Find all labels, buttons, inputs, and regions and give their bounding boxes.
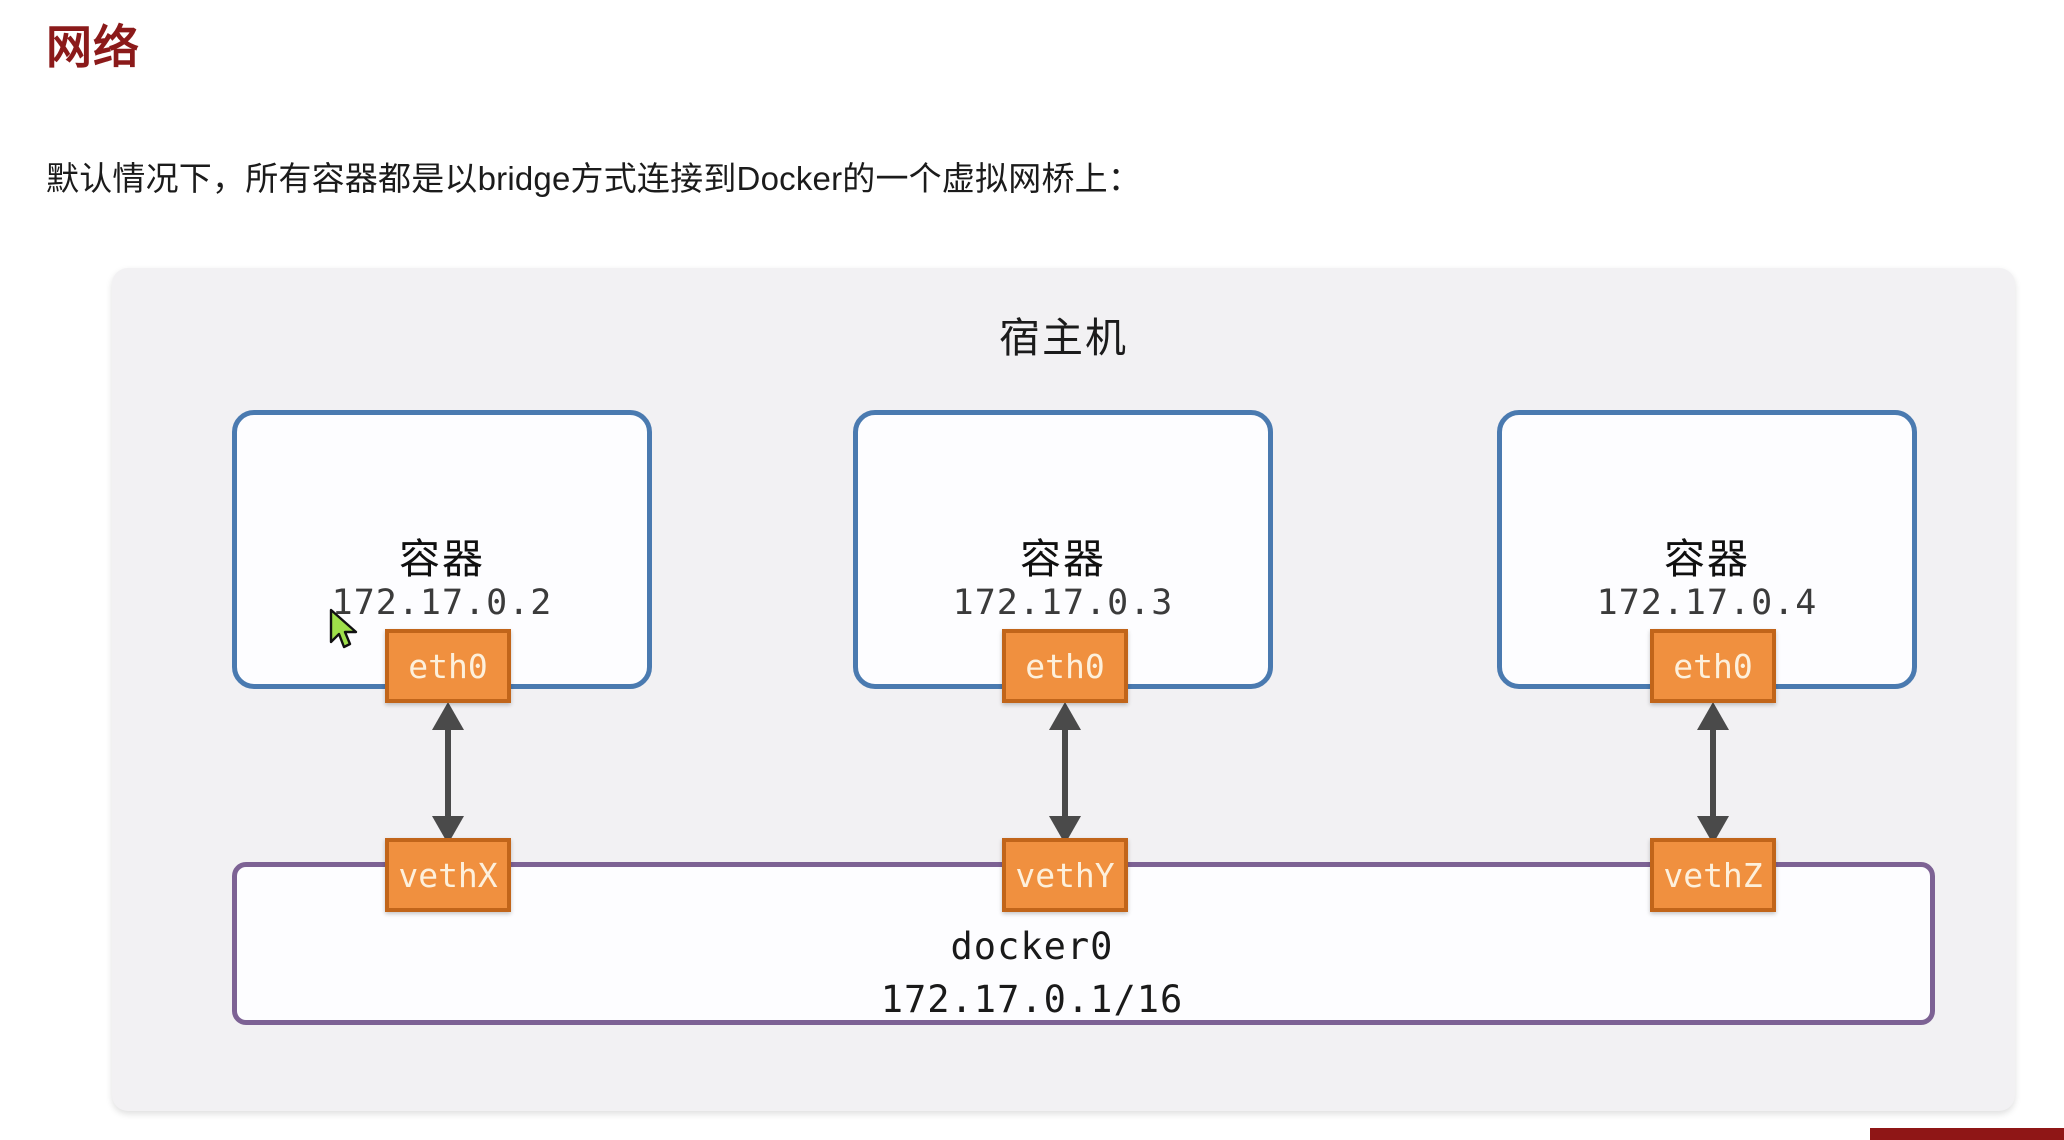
container-label-3: 容器 (1664, 536, 1750, 582)
host-machine-label: 宿主机 (999, 315, 1128, 361)
bottom-accent-bar (1870, 1128, 2064, 1140)
vethX-chip: vethX (385, 838, 511, 912)
container-ip-3: 172.17.0.4 (1596, 583, 1818, 623)
eth0-chip-1: eth0 (385, 629, 511, 703)
docker0-name-label: docker0 (950, 925, 1114, 968)
container-ip-1: 172.17.0.2 (331, 583, 553, 623)
eth0-chip-2: eth0 (1002, 629, 1128, 703)
veth-link-arrow-3 (1697, 702, 1729, 844)
container-label-2: 容器 (1020, 536, 1106, 582)
container-box-1: 容器 172.17.0.2 (232, 410, 652, 689)
vethZ-chip: vethZ (1650, 838, 1776, 912)
container-ip-2: 172.17.0.3 (952, 583, 1174, 623)
eth0-chip-3: eth0 (1650, 629, 1776, 703)
page-paragraph: 默认情况下，所有容器都是以bridge方式连接到Docker的一个虚拟网桥上： (46, 160, 1142, 197)
container-label-1: 容器 (399, 536, 485, 582)
veth-link-arrow-2 (1049, 702, 1081, 844)
veth-link-arrow-1 (432, 702, 464, 844)
docker0-ip-label: 172.17.0.1/16 (880, 978, 1184, 1021)
vethY-chip: vethY (1002, 838, 1128, 912)
page-title: 网络 (46, 21, 140, 73)
